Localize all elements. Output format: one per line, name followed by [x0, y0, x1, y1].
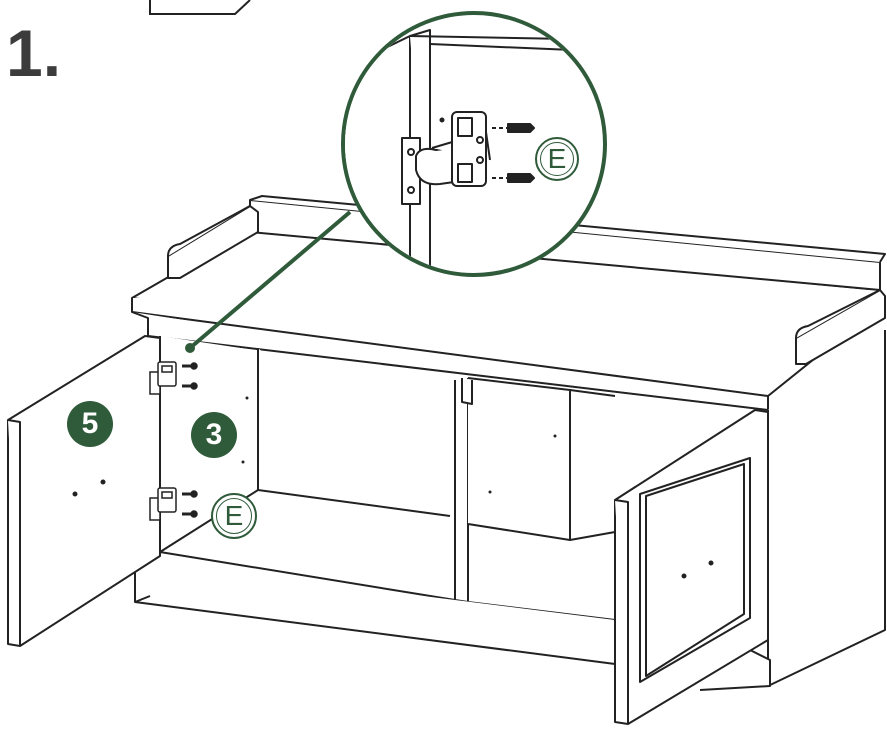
left-armrest	[167, 205, 259, 279]
part-marker-3: 3	[191, 412, 237, 458]
hinge-detail-circle	[341, 11, 607, 277]
hinge-marker-e: E	[211, 493, 257, 539]
previous-step-fragment	[149, 0, 251, 15]
bench-top	[131, 229, 881, 411]
pilot-holes	[241, 396, 557, 494]
detail-leader-line	[185, 210, 352, 353]
lower-hinge	[149, 487, 198, 521]
part-marker-5: 5	[67, 401, 113, 447]
step-number: 1.	[6, 16, 62, 90]
right-armrest	[795, 289, 886, 365]
left-door	[7, 335, 161, 647]
right-door	[614, 409, 769, 725]
hinge-detail-marker-e: E	[535, 137, 579, 181]
upper-hinge	[149, 361, 198, 395]
